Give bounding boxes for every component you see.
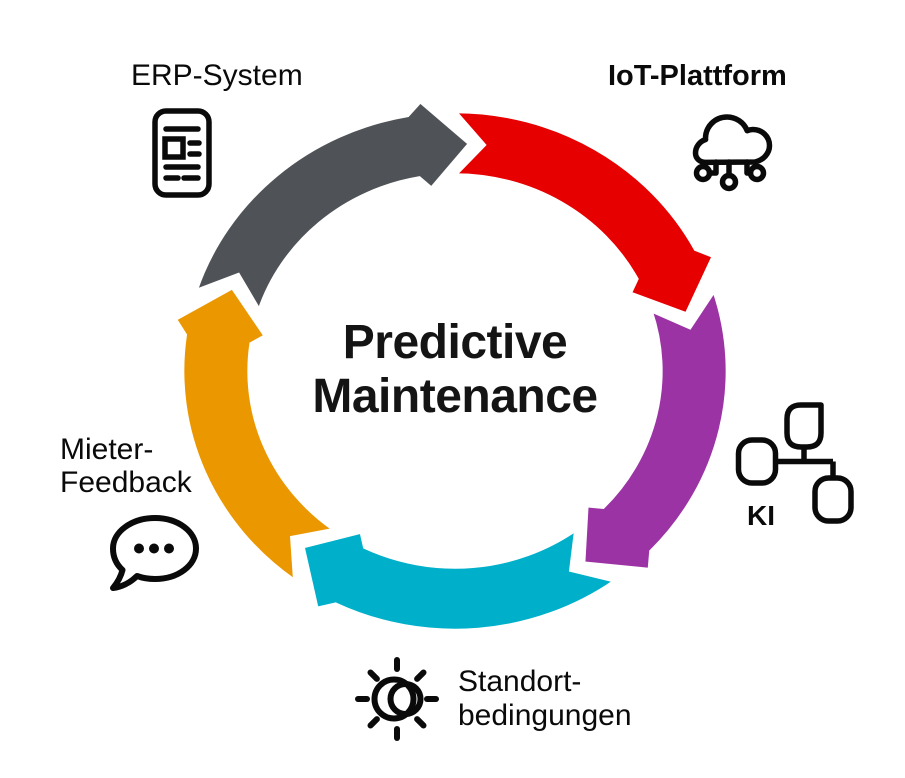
document-report-icon	[151, 107, 213, 199]
network-nodes-icon	[733, 393, 855, 525]
cycle-arrow-erp-to-iot	[192, 99, 473, 315]
cycle-arrow-standort-to-mieter	[300, 525, 620, 633]
iot-plattform-label: IoT-Plattform	[608, 60, 787, 92]
center-title-line2: Maintenance	[312, 370, 598, 424]
sun-conditions-icon	[352, 652, 444, 744]
cycle-arrow-mieter-to-erp	[172, 285, 339, 585]
mieter-feedback-label: Mieter- Feedback	[60, 433, 192, 499]
erp-system-label: ERP-System	[131, 59, 303, 92]
ki-label: KI	[747, 500, 775, 531]
mieter-label-line2: Feedback	[60, 466, 192, 499]
standort-label-line2: bedingungen	[458, 699, 632, 732]
standortbedingungen-label: Standort- bedingungen	[458, 665, 632, 733]
cycle-arrow-iot-to-ki	[450, 109, 716, 317]
cycle-arrow-ki-to-standort	[581, 286, 730, 572]
center-title-line1: Predictive	[342, 316, 568, 369]
standort-label-line1: Standort-	[458, 665, 582, 698]
cloud-iot-icon	[688, 106, 778, 198]
speech-bubble-icon	[106, 510, 202, 600]
center-title: Predictive Maintenance	[205, 316, 705, 424]
mieter-label-line1: Mieter-	[60, 433, 154, 466]
